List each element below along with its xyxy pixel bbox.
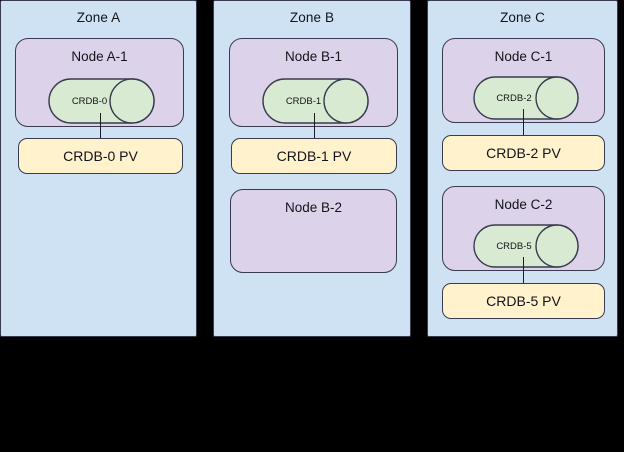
node-b-1[interactable]: Node B-1 CRDB-1 (229, 38, 398, 127)
connector-node-b-1-to-pv (314, 113, 315, 139)
volume-crdb-2-pv[interactable]: CRDB-2 PV (442, 135, 605, 171)
cylinder-shape (48, 78, 155, 124)
zone-b[interactable]: Zone B Node B-1 CRDB-1 CRDB-1 PV Node B-… (213, 0, 411, 337)
connector-node-a-1-to-pv (100, 113, 101, 139)
volume-crdb-5-pv-label: CRDB-5 PV (486, 293, 561, 309)
volume-crdb-0-pv[interactable]: CRDB-0 PV (18, 138, 183, 174)
zone-a-title: Zone A (76, 10, 121, 25)
connector-node-c-2-to-pv (523, 257, 524, 283)
cylinder-shape (473, 224, 579, 268)
zone-c-title: Zone C (500, 10, 545, 25)
pod-crdb-0[interactable]: CRDB-0 (48, 78, 155, 124)
volume-crdb-0-pv-label: CRDB-0 PV (63, 148, 138, 164)
cylinder-shape (473, 76, 579, 120)
node-b-2[interactable]: Node B-2 (230, 189, 397, 273)
volume-crdb-5-pv[interactable]: CRDB-5 PV (442, 283, 605, 319)
node-a-1[interactable]: Node A-1 CRDB-0 (15, 38, 184, 127)
pod-crdb-2[interactable]: CRDB-2 (473, 76, 579, 120)
node-c-2-title: Node C-2 (494, 197, 553, 212)
node-a-1-title: Node A-1 (71, 49, 128, 64)
connector-node-c-1-to-pv (523, 109, 524, 135)
node-c-1-title: Node C-1 (494, 49, 553, 64)
node-b-2-title: Node B-2 (284, 200, 343, 215)
zone-c[interactable]: Zone C Node C-1 CRDB-2 CRDB-2 PV Node C-… (427, 0, 618, 337)
node-c-1[interactable]: Node C-1 CRDB-2 (442, 38, 605, 123)
cylinder-shape (262, 78, 369, 124)
pod-crdb-1[interactable]: CRDB-1 (262, 78, 369, 124)
zone-a[interactable]: Zone A Node A-1 CRDB-0 CRDB-0 PV (0, 0, 197, 337)
volume-crdb-2-pv-label: CRDB-2 PV (486, 145, 561, 161)
pod-crdb-5[interactable]: CRDB-5 (473, 224, 579, 268)
zone-b-title: Zone B (289, 10, 335, 25)
volume-crdb-1-pv[interactable]: CRDB-1 PV (231, 138, 397, 174)
volume-crdb-1-pv-label: CRDB-1 PV (276, 148, 352, 164)
node-b-1-title: Node B-1 (284, 49, 343, 64)
node-c-2[interactable]: Node C-2 CRDB-5 (442, 186, 605, 271)
